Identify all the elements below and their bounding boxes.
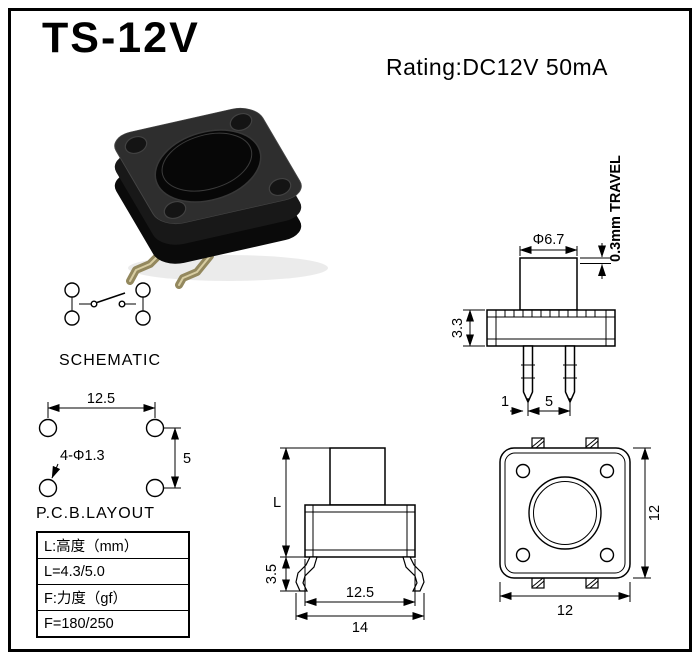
dim-hole-pitch-x: 12.5	[47, 391, 156, 418]
switch-plunger	[154, 129, 262, 203]
side-view-body	[486, 309, 616, 347]
dim-pin-pitch-label: 5	[545, 394, 553, 410]
front-view-stem	[329, 447, 386, 506]
dim-housing-width: 12	[499, 582, 631, 619]
page-title: TS-12V	[42, 14, 200, 62]
switch-corner-posts	[124, 112, 292, 220]
dim-pin-pitch: 5 1	[501, 394, 571, 416]
spec-row-force-title: F:力度（gf）	[38, 584, 188, 610]
pcb-layout-drawing: 12.5 5 4-Φ1.3	[38, 391, 191, 498]
dim-total-height-label: L	[273, 495, 281, 511]
dim-hole-pitch-y: 5	[164, 427, 191, 489]
switch-plunger-highlight	[161, 132, 253, 192]
pcb-caption: P.C.B.LAYOUT	[36, 505, 155, 522]
front-view-drawing: L 3.5 12.5 14	[264, 447, 425, 636]
pcb-holes	[38, 418, 165, 498]
spec-row-height-value: L=4.3/5.0	[38, 558, 188, 584]
spec-cell: L:高度（mm）	[44, 539, 139, 555]
dim-body-width: 12.5	[304, 559, 416, 606]
schematic-caption: SCHEMATIC	[58, 352, 162, 369]
schematic-symbol	[64, 282, 151, 326]
front-view-legs	[295, 556, 425, 592]
front-view-body	[304, 504, 416, 558]
dim-pin-width-label: 1	[501, 394, 509, 410]
dim-housing-height: 12	[633, 447, 663, 579]
dim-body-height-label: 3.3	[450, 318, 466, 338]
dim-body-height: 3.3	[450, 309, 485, 347]
side-view-drawing: Φ6.7 0.3mm TRAVEL 3.3 5 1	[450, 155, 624, 416]
spec-cell: L=4.3/5.0	[44, 563, 105, 580]
spec-table: L:高度（mm） L=4.3/5.0 F:力度（gf） F=180/250	[36, 531, 190, 638]
dim-hole-pitch-y-label: 5	[183, 451, 191, 467]
side-view-pins	[521, 345, 577, 404]
top-view-drawing: 12 12	[499, 437, 663, 619]
dim-overall-width: 14	[295, 593, 425, 636]
dim-stem-diameter: Φ6.7	[519, 232, 578, 256]
dim-body-width-label: 12.5	[346, 585, 374, 601]
rating-text: Rating:DC12V 50mA	[386, 54, 608, 80]
spec-cell: F:力度（gf）	[44, 591, 127, 607]
hole-callout-label: 4-Φ1.3	[60, 448, 105, 464]
dim-housing-height-label: 12	[647, 505, 663, 521]
dim-travel: 0.3mm TRAVEL	[580, 155, 624, 279]
product-photo	[114, 107, 328, 289]
dim-base-height: 3.5	[264, 556, 300, 592]
dim-base-height-label: 3.5	[264, 564, 280, 584]
spec-row-height-title: L:高度（mm）	[38, 533, 188, 558]
dim-total-height: L	[273, 447, 330, 558]
hole-callout: 4-Φ1.3	[51, 448, 105, 479]
dim-overall-width-label: 14	[352, 620, 368, 636]
schematic-drawing	[64, 282, 151, 326]
dim-stem-diameter-label: Φ6.7	[533, 232, 565, 248]
dim-housing-width-label: 12	[557, 603, 573, 619]
side-view-stem	[519, 257, 578, 311]
dim-travel-label: 0.3mm TRAVEL	[608, 155, 624, 262]
top-view-housing	[499, 447, 631, 579]
dim-hole-pitch-x-label: 12.5	[87, 391, 115, 407]
spec-cell: F=180/250	[44, 615, 114, 632]
spec-row-force-value: F=180/250	[38, 610, 188, 636]
